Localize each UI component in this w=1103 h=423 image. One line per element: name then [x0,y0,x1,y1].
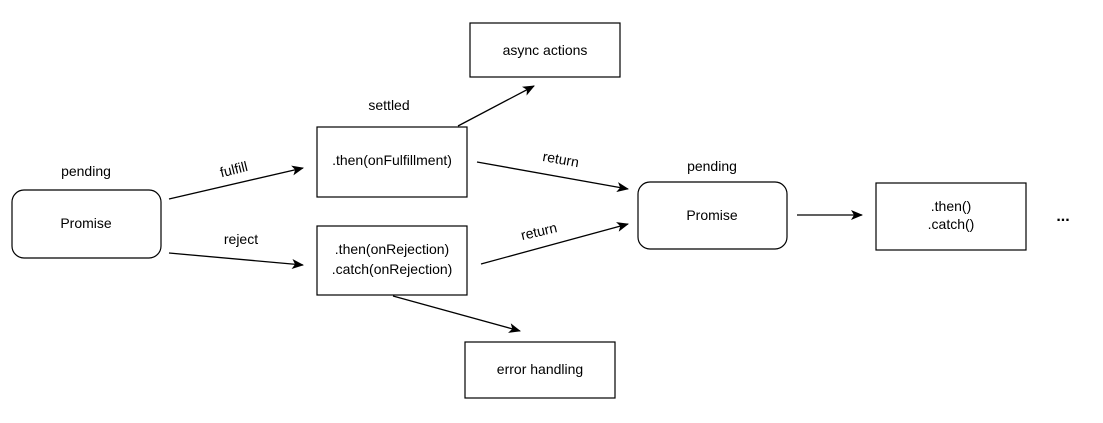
return-fulfillment-label: return [541,148,580,170]
reject-edge-label: reject [224,231,258,247]
async-actions-node [469,22,621,78]
reject-arrow [168,252,304,269]
returned-state-label: pending [687,158,737,174]
async-actions-arrow [457,85,535,127]
fulfill-arrow [168,165,304,200]
return-fulfillment-arrow [476,161,629,192]
error-handling-arrow [392,295,521,333]
settled-state-label: settled [368,97,409,113]
then-fulfillment-node [316,126,468,198]
catch-rejection-line2: .catch(onRejection) [332,261,453,277]
then-rejection-node [316,225,468,296]
then-fulfillment-label: .then(onFulfillment) [332,152,452,168]
return-rejection-arrow [480,222,629,265]
async-actions-label: async actions [503,42,588,58]
return-rejection-label: return [519,219,558,243]
continuation-ellipsis: ... [1056,208,1069,225]
initial-promise-label: Promise [60,215,112,231]
error-handling-node [464,341,616,399]
returned-promise-label: Promise [686,207,738,223]
returned-promise-node [637,181,788,250]
chain-next-node [875,182,1027,251]
initial-state-label: pending [61,163,111,179]
initial-promise-node [11,189,162,259]
chain-next-line2: .catch() [928,216,975,232]
then-rejection-line1: .then(onRejection) [335,241,449,257]
error-handling-label: error handling [497,361,583,377]
fulfill-edge-label: fulfill [218,158,249,180]
chain-next-line1: .then() [931,198,971,214]
